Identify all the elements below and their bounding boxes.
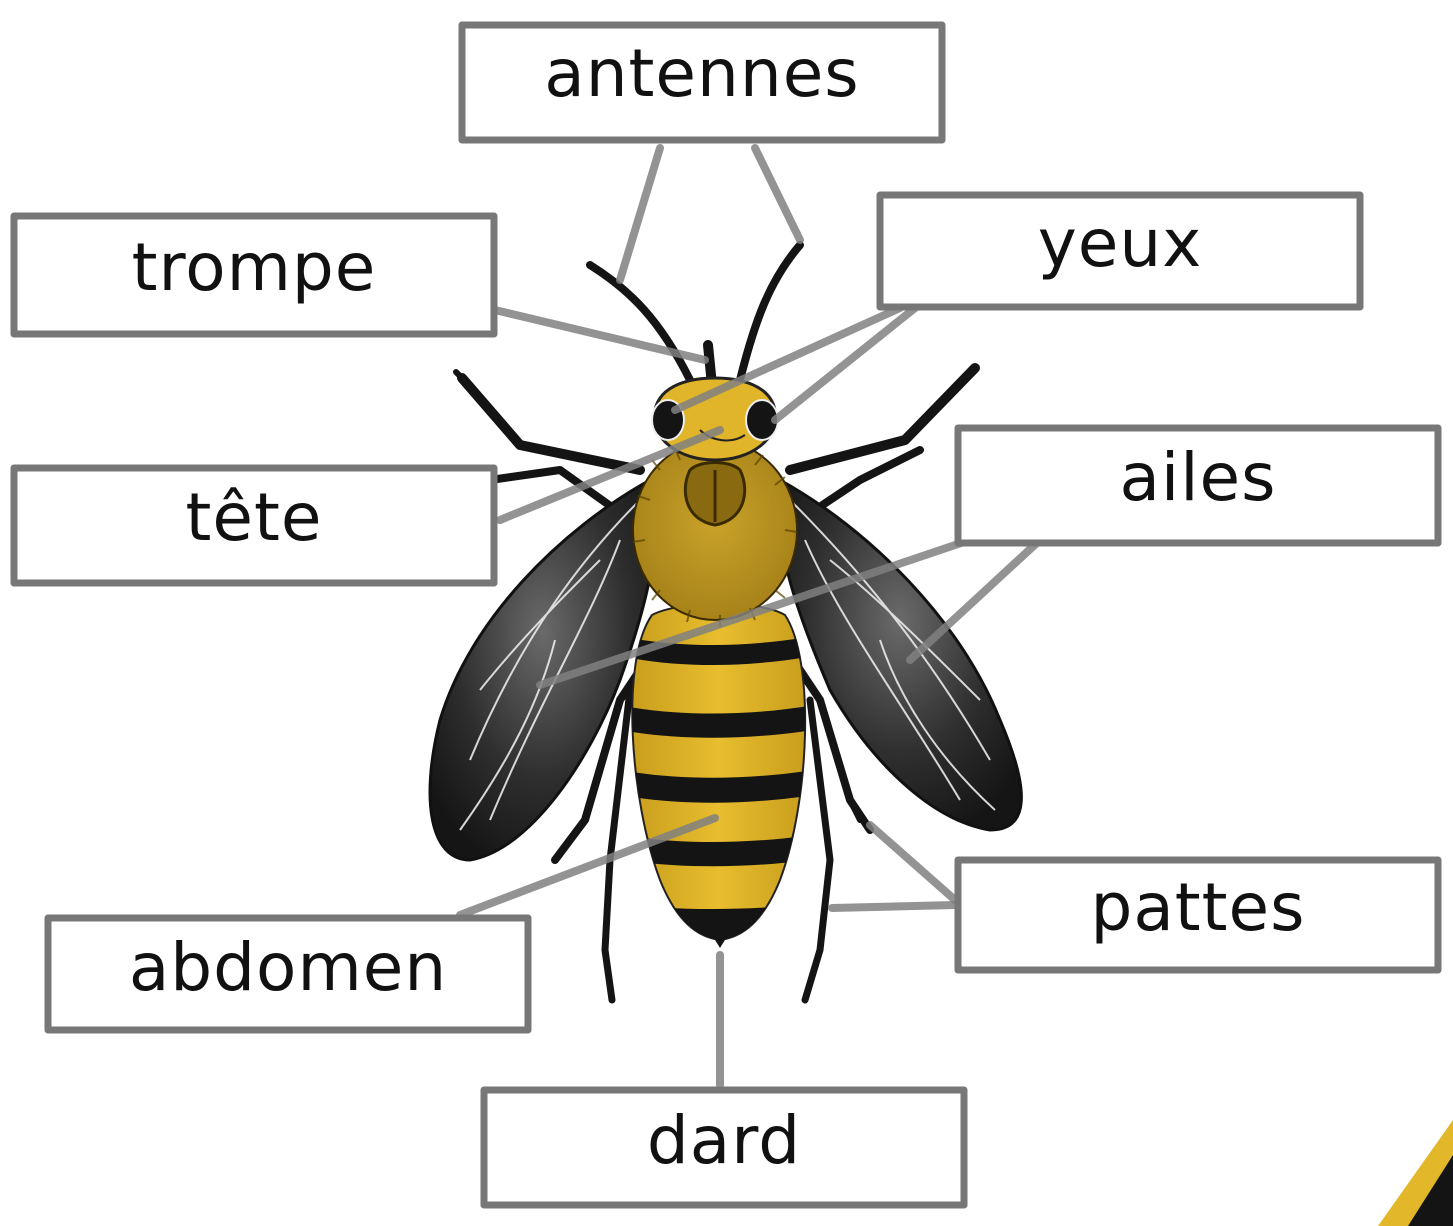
leader-antennes-right: [755, 148, 800, 240]
label-dard-text: dard: [647, 1102, 801, 1179]
label-pattes: pattes: [958, 860, 1438, 970]
leader-antennes-left: [620, 148, 660, 280]
label-yeux-text: yeux: [1038, 205, 1203, 282]
label-abdomen: abdomen: [48, 918, 528, 1030]
label-ailes: ailes: [958, 428, 1438, 543]
label-tete: tête: [14, 468, 494, 583]
label-antennes: antennes: [462, 25, 942, 140]
label-trompe: trompe: [14, 216, 494, 334]
label-abdomen-text: abdomen: [129, 929, 447, 1006]
bee-stinger: [712, 935, 728, 948]
bee-abdomen-illustration: [600, 604, 840, 960]
leader-pattes-2: [832, 905, 955, 908]
label-ailes-text: ailes: [1119, 439, 1276, 516]
label-tete-text: tête: [186, 479, 323, 556]
label-dard: dard: [484, 1090, 964, 1205]
leader-yeux-2: [775, 308, 915, 420]
label-antennes-text: antennes: [544, 35, 859, 112]
label-trompe-text: trompe: [132, 229, 377, 306]
leader-ailes-2: [910, 540, 1040, 660]
corner-decoration: [1378, 1120, 1453, 1226]
label-yeux: yeux: [880, 195, 1360, 307]
leader-trompe: [495, 310, 705, 360]
bee-thorax: [633, 440, 797, 627]
leader-pattes-1: [870, 825, 955, 900]
label-pattes-text: pattes: [1090, 869, 1305, 946]
